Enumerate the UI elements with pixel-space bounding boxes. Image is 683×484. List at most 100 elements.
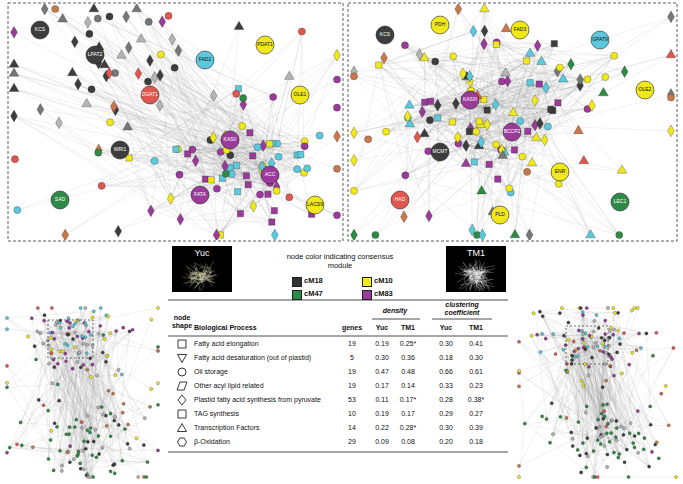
network-node — [117, 368, 120, 371]
network-edge — [98, 330, 132, 436]
network-edge — [28, 336, 94, 441]
network-edge — [110, 16, 193, 149]
network-node — [136, 34, 146, 42]
network-edge — [240, 155, 300, 214]
network-node — [67, 332, 70, 335]
network-edge — [54, 338, 73, 339]
network-edge — [45, 9, 258, 147]
network-node — [58, 449, 61, 452]
network-node — [82, 440, 85, 443]
network-node — [95, 149, 102, 156]
network-node — [401, 211, 408, 223]
network-node — [84, 16, 91, 28]
network-node — [265, 191, 271, 197]
network-node — [71, 367, 74, 370]
network-edge — [277, 187, 337, 216]
network-node — [149, 405, 152, 408]
network-edge — [110, 16, 301, 154]
network-graph — [5, 306, 159, 478]
network-node — [11, 26, 18, 38]
network-node — [165, 12, 172, 19]
network-edge — [7, 311, 94, 318]
network-node — [668, 125, 675, 137]
network-edge — [429, 161, 584, 216]
network-node — [58, 321, 61, 324]
network-edge — [73, 336, 82, 368]
network-edge — [520, 121, 619, 235]
network-node — [89, 375, 92, 378]
network-node — [555, 100, 561, 106]
network-node — [481, 38, 488, 50]
network-node — [405, 100, 415, 108]
network-node — [169, 34, 176, 46]
network-node — [473, 128, 480, 135]
network-node — [81, 449, 84, 452]
network-edge — [171, 166, 263, 199]
network-edge — [593, 423, 630, 477]
network-node — [85, 352, 88, 355]
network-node — [351, 229, 358, 240]
network-node — [122, 326, 125, 329]
network-node — [11, 110, 18, 122]
network-node — [109, 435, 112, 438]
network-node — [91, 454, 94, 457]
network-node — [8, 446, 11, 449]
network-edge — [217, 155, 298, 235]
network-edge — [67, 335, 91, 453]
network-node — [60, 469, 63, 472]
network-node — [14, 207, 21, 214]
network-node — [5, 364, 8, 367]
network-node — [83, 321, 86, 324]
network-edge — [70, 308, 81, 462]
network-node — [86, 440, 89, 443]
network-edge — [540, 312, 631, 424]
network-node — [9, 68, 19, 76]
network-edge — [60, 323, 84, 328]
network-node — [68, 67, 78, 75]
network-edge — [105, 65, 277, 187]
network-edge — [240, 155, 297, 214]
network-node — [617, 165, 627, 173]
network-node — [450, 53, 457, 60]
network-node — [56, 383, 59, 386]
network-edge — [118, 147, 257, 231]
network-edge — [424, 58, 487, 125]
network-edge — [545, 64, 571, 140]
network-node — [372, 231, 379, 238]
network-node — [544, 123, 551, 130]
network-edge — [87, 421, 114, 475]
network-node — [266, 141, 272, 147]
network-node — [271, 229, 278, 240]
network-node — [376, 62, 382, 68]
network-node — [126, 442, 129, 445]
network-node — [425, 148, 432, 155]
network-edge — [178, 149, 248, 185]
network-node — [106, 67, 113, 79]
network-edge — [519, 424, 525, 477]
network-node — [350, 73, 357, 80]
network-node — [213, 229, 220, 240]
network-node — [62, 229, 69, 240]
network-node — [142, 443, 145, 446]
network-node — [531, 132, 541, 140]
network-edge — [79, 353, 91, 377]
zoom-frame — [8, 3, 343, 241]
network-node — [156, 382, 159, 385]
network-edge — [405, 97, 473, 176]
network-node — [401, 42, 408, 49]
network-node — [50, 306, 53, 309]
network-edge — [171, 27, 239, 199]
network-edge — [39, 344, 43, 400]
network-node — [240, 95, 247, 102]
network-node — [73, 426, 76, 429]
network-node — [106, 13, 113, 20]
network-node — [52, 469, 55, 472]
network-edge — [70, 454, 78, 462]
network-edge — [272, 55, 337, 143]
network-node — [67, 333, 70, 336]
network-node — [510, 229, 520, 237]
network-node — [56, 362, 59, 365]
network-node — [84, 306, 87, 309]
network-node — [452, 98, 459, 110]
network-node — [148, 205, 155, 217]
